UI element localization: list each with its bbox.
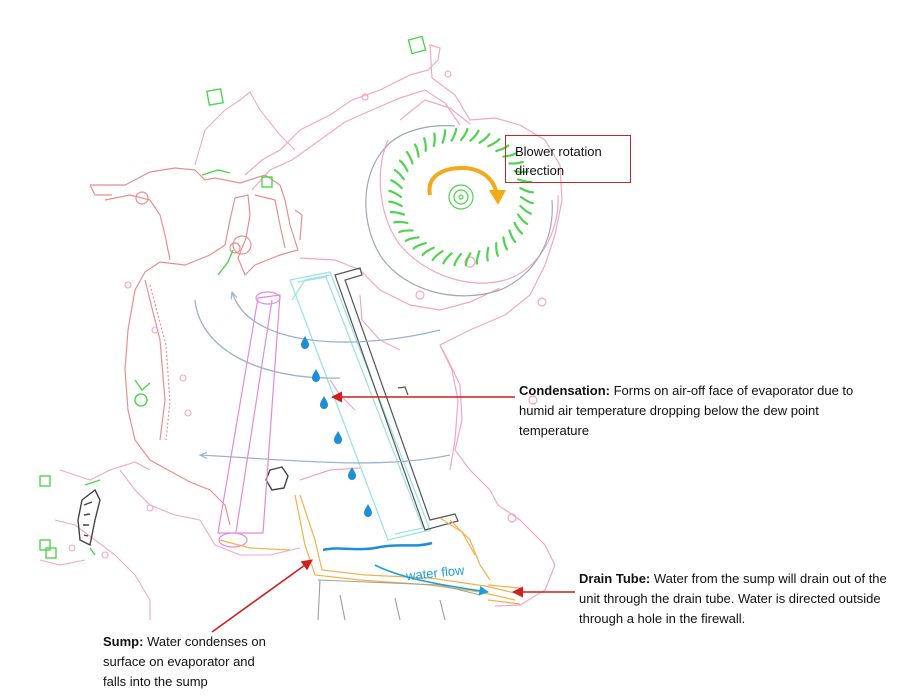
heater-core [217,291,281,548]
rotation-arrow-icon [427,165,499,198]
blower-vane [398,229,414,234]
blower-vane [423,137,427,152]
blower-vane [432,132,436,148]
blower-vane [513,221,524,235]
water-droplet-icon [334,431,342,444]
condensation-title: Condensation: [519,383,610,398]
outer-outline [39,91,301,620]
lower-duct [317,579,481,621]
blower-vane [469,129,480,142]
blower-vane [390,179,403,190]
left-door [77,466,289,547]
blower-vane [442,252,453,265]
drain-tube-title: Drain Tube: [579,571,651,586]
blower-vane [495,242,499,257]
water-droplet-icon [364,504,372,517]
hvac-housing [244,44,563,607]
evaporator-core [289,271,431,541]
sump-callout: Sump: Water condenses on surface on evap… [103,632,275,692]
blower-vane [475,250,481,265]
water-droplet-icon [348,467,356,480]
blower-vane [412,242,427,250]
blower-vane [464,252,472,267]
rotation-arrowhead-icon [489,190,506,205]
blower-vane [404,236,420,242]
blower-vane [431,250,444,261]
blower-vane [478,133,491,144]
blower-vane [502,152,518,158]
blower-hub [448,184,474,210]
condensation-callout: Condensation: Forms on air-off face of e… [519,381,859,441]
blower-vane [519,195,534,205]
blower-scroll [365,125,553,297]
airflow-arrows [194,292,451,464]
blower-vane [486,246,490,262]
blower-vane [421,246,435,256]
blower-vane [519,187,534,194]
blower-vane [487,138,501,148]
blower-vane [441,129,447,144]
sump-title: Sump: [103,634,144,649]
blower-vane [413,143,420,158]
blower-vane [393,220,409,224]
blower-vane [459,127,469,142]
blend-door [334,267,459,531]
water-droplet-icon [312,369,320,382]
water-droplets [301,336,372,517]
water-droplet-icon [320,396,328,409]
condensation-text: Forms on air-off face of evaporator due … [519,383,854,438]
blower-vane [495,144,510,152]
blower-vane [519,204,532,215]
water-droplet-icon [301,336,309,349]
green-fittings [39,35,427,559]
water-flow-arrow [374,564,489,596]
blower-vane [502,236,509,251]
blower-vane [508,160,524,165]
water-surface [322,541,433,552]
blower-vane [389,211,405,216]
blower-vane [517,213,529,225]
blower-vane [405,150,414,165]
drain-tube-callout: Drain Tube: Water from the sump will dra… [579,569,899,629]
blower-vane [517,178,533,183]
blower-vane [398,159,409,173]
left-housing [89,167,303,526]
callout-arrows [211,391,575,633]
blower-vane [450,127,458,142]
water-flow-label: water flow [404,562,465,583]
drain-tube-text: Water from the sump will drain out of th… [579,571,887,626]
blower-rotation-label: Blower rotation direction [515,144,602,178]
blower-rotation-callout: Blower rotation direction [505,135,631,183]
blower-vanes [388,127,534,267]
blower-vane [393,169,405,181]
blower-vane [388,200,403,207]
sump-text: Water condenses on surface on evaporator… [103,634,266,689]
blower-vane [388,189,403,199]
blower-vane [453,252,463,267]
blower-vane [513,170,529,174]
blower-vane [508,229,517,244]
